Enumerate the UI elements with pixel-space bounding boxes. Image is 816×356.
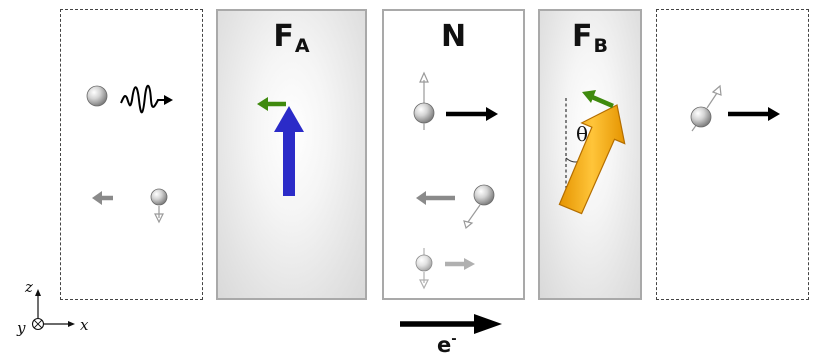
tilted-spin-icon [463,204,481,230]
spin-up-icon [419,71,429,104]
n-minority-electron [415,248,475,290]
fa-magnetization-arrow [274,106,304,196]
electron-sphere-icon [150,188,168,206]
fb-label-main: F [572,19,593,54]
y-axis-label: y [16,319,26,337]
electron-sphere-icon [415,254,433,272]
electron-label-main: e [437,333,451,356]
coordinate-axes: z y x [16,278,89,337]
electron-label-superscript: - [451,332,456,347]
n-layer-label: N [382,22,525,52]
fb-label-subscript: B [593,35,608,57]
transmitted-electron [690,84,780,132]
wave-packet-icon [120,85,173,114]
fa-label-main: F [273,19,294,54]
fb-magnetization-arrow [558,104,626,215]
y-axis-into-page-icon [31,317,45,331]
left-lead-region [60,9,203,300]
fb-torque-arrow [582,90,614,109]
electron-flow-arrow [400,314,502,334]
electron-sphere-icon [413,102,435,124]
fb-layer-label: FB [538,22,642,56]
n-spin-up-electron [413,71,498,130]
incoming-electron [86,85,108,107]
spin-down-icon [154,206,164,224]
theta-label: θ [576,122,588,146]
right-lead-region [656,9,809,300]
z-axis-label: z [24,278,33,296]
spin-down-icon [419,248,429,290]
fa-layer-label: FA [216,22,367,56]
reflected-spin-down-electron [92,188,168,224]
electron-sphere-icon [86,85,108,107]
fa-label-subscript: A [294,35,310,57]
electron-sphere-icon [690,106,712,128]
electron-label: e- [437,332,457,356]
n-label-main: N [440,19,467,54]
n-reflected-electron [416,184,495,230]
normal-metal-layer [382,9,525,300]
fa-torque-arrow [257,97,286,111]
x-axis-label: x [80,316,89,334]
electron-sphere-icon [473,184,495,206]
